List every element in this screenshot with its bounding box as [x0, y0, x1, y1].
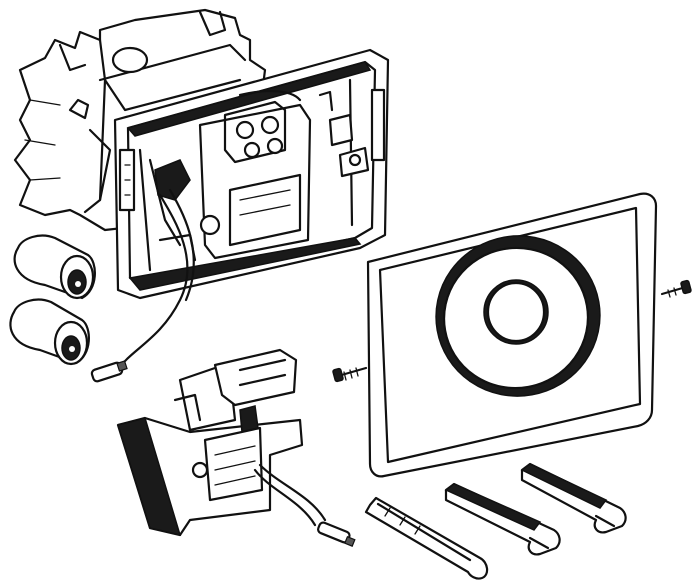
mounting-frame — [90, 48, 390, 383]
screw-right — [660, 279, 692, 298]
connecting-rod-1 — [364, 496, 489, 580]
electronic-module — [116, 348, 356, 547]
connecting-rod-2 — [444, 482, 561, 556]
actuator-plate — [366, 192, 658, 478]
battery-2 — [9, 298, 90, 366]
battery-1 — [13, 234, 96, 300]
screw-left — [332, 366, 368, 383]
connecting-rod-3 — [520, 462, 627, 534]
